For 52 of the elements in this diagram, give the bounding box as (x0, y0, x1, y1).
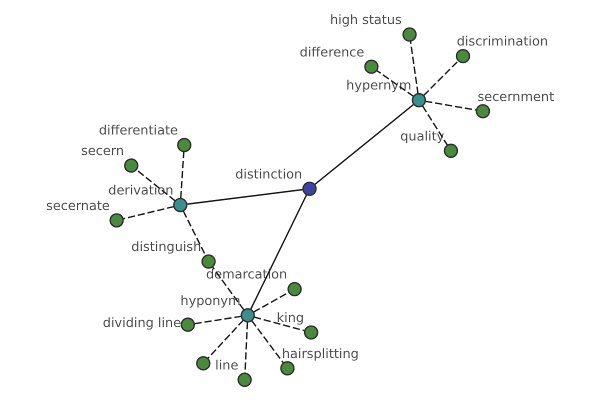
node-label: dividing line (102, 316, 181, 332)
node-circle (411, 93, 426, 108)
node-circle (443, 144, 458, 158)
connector (194, 316, 241, 324)
connector (314, 104, 414, 186)
node-circle (196, 356, 210, 370)
node-circle (302, 182, 316, 196)
node-circle (200, 254, 216, 269)
node-label: difference (299, 45, 364, 60)
node-circle (124, 158, 138, 173)
node-circle (402, 27, 416, 42)
node-label: discrimination (456, 34, 548, 50)
node-circle (286, 282, 302, 296)
node-label: quality (400, 129, 444, 144)
connector (422, 60, 458, 96)
connector (186, 188, 302, 205)
node-label: high status (330, 13, 402, 28)
node-circle (455, 48, 470, 64)
node-label: secernment (477, 90, 554, 105)
connector (250, 194, 307, 310)
connector (252, 292, 289, 313)
connector (135, 169, 175, 202)
node-label: king (276, 311, 304, 326)
node-label: secern (80, 144, 124, 160)
node-circle (176, 138, 191, 152)
connector (250, 320, 284, 364)
node-label: distinction (234, 167, 302, 182)
node-label: differentiate (98, 124, 178, 139)
node-circle (172, 198, 187, 212)
node-label: derivation (108, 184, 173, 199)
node-circle (240, 308, 254, 322)
node-circle (303, 325, 318, 340)
connector (253, 316, 304, 332)
connector (409, 40, 418, 94)
connector (244, 322, 248, 374)
connector (180, 151, 184, 198)
node-label: secernate (46, 198, 110, 214)
node-label: line (214, 358, 238, 374)
connector (424, 100, 476, 111)
node-circle (280, 361, 294, 376)
connector (206, 320, 244, 359)
connector (182, 210, 206, 256)
connector (122, 206, 174, 220)
node-label: distinguish (130, 240, 201, 256)
connector (421, 106, 448, 146)
node-circle (364, 60, 378, 74)
node-circle (109, 213, 124, 228)
node-circle (237, 372, 252, 387)
node-label: hyponym (180, 294, 240, 309)
node-label: hairsplitting (281, 346, 358, 362)
node-circle (475, 104, 490, 118)
node-circle (180, 318, 194, 332)
